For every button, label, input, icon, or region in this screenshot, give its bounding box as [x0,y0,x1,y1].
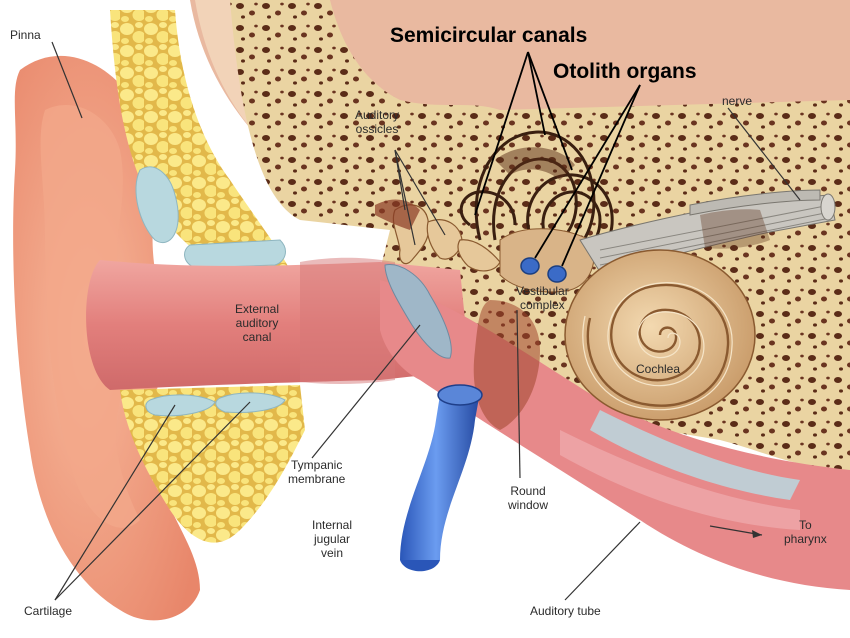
jugular-line-2: jugular [314,532,351,546]
cartilage-label: Cartilage [24,604,73,618]
otolith-utricle-marker [520,257,540,275]
round-line-1: Round [510,484,546,498]
tympanic-membrane-label: Tympanic membrane [288,458,345,486]
to-pharynx-label: To pharynx [784,518,827,546]
vestibular-complex-label: Vestibular complex [516,284,569,312]
otolith-organs-title: Otolith organs [553,60,697,83]
auditory-tube-label: Auditory tube [530,604,601,618]
tympanic-line-1: Tympanic [291,458,343,472]
pinna-label: Pinna [10,28,41,42]
nerve-label: nerve [722,94,753,108]
canal-line-3: canal [242,330,272,344]
label-leaders [51,41,801,601]
pharynx-line-1: To [799,518,812,532]
cochlea-label: Cochlea [636,362,681,376]
auditory-ossicles-label: Auditory ossicles [355,108,399,136]
vestibular-line-2: complex [520,298,565,312]
round-window-label: Round window [508,484,548,512]
tympanic-line-2: membrane [288,472,346,486]
external-auditory-canal-label: External auditory canal [235,302,279,344]
semicircular-canals-title: Semicircular canals [390,24,588,47]
internal-jugular-vein-label: Internal jugular vein [312,518,352,560]
ossicles-line-1: Auditory [355,108,400,122]
vestibular-line-1: Vestibular [516,284,569,298]
ossicles-line-2: ossicles [355,122,399,136]
canal-line-2: auditory [235,316,279,330]
jugular-line-1: Internal [312,518,353,532]
round-line-2: window [508,498,549,512]
canal-line-1: External [235,302,280,316]
pharynx-line-2: pharynx [784,532,827,546]
title-leaders [474,51,641,267]
otolith-saccule-marker [547,265,567,283]
jugular-line-3: vein [321,546,344,560]
